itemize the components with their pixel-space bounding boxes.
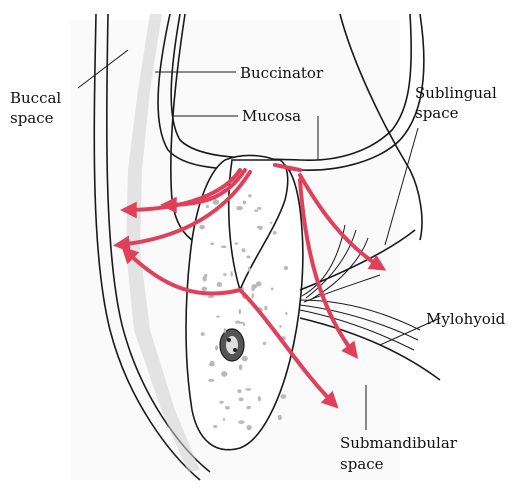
label-mylohyoid: Mylohyoid xyxy=(426,310,506,328)
bone-speck xyxy=(237,389,241,393)
bone-speck xyxy=(263,342,266,345)
bone-speck xyxy=(238,420,244,424)
bone-speck xyxy=(210,243,214,245)
label-buccinator: Buccinator xyxy=(240,64,324,82)
bone-speck xyxy=(252,293,254,299)
bone-speck xyxy=(215,345,218,350)
bone-speck xyxy=(285,312,287,316)
bone-speck xyxy=(248,194,252,197)
bone-speck xyxy=(238,322,245,324)
bone-speck xyxy=(208,379,214,382)
bone-speck xyxy=(239,309,241,315)
bone-speck xyxy=(284,266,288,270)
bone-speck xyxy=(245,388,251,391)
bone-speck xyxy=(219,401,223,404)
bone-speck xyxy=(216,316,220,318)
bone-speck xyxy=(271,288,273,291)
label-mucosa: Mucosa xyxy=(242,107,301,125)
bone-speck xyxy=(270,222,273,224)
bone-speck xyxy=(223,418,225,421)
bone-speck xyxy=(264,306,267,311)
bone-speck xyxy=(224,328,227,333)
bone-speck xyxy=(221,246,227,249)
bone-speck xyxy=(210,361,215,367)
bone-speck xyxy=(257,207,261,210)
bone-speck xyxy=(239,364,243,370)
bone-speck xyxy=(201,332,205,336)
bone-speck xyxy=(246,256,250,259)
bone-speck xyxy=(247,425,252,430)
bone-speck xyxy=(273,231,277,235)
bone-speck xyxy=(203,276,207,282)
bone-speck xyxy=(213,199,220,205)
bone-speck xyxy=(234,243,238,245)
bone-speck xyxy=(217,282,222,287)
bone-speck xyxy=(239,398,244,402)
bone-speck xyxy=(254,210,258,212)
bone-speck xyxy=(225,406,230,410)
bone-speck xyxy=(256,281,262,286)
bone-speck xyxy=(279,325,281,328)
bone-speck xyxy=(206,205,209,208)
bone-speck xyxy=(278,415,282,421)
bone-speck xyxy=(242,248,246,252)
bone-speck xyxy=(208,295,215,298)
bone-speck xyxy=(223,273,227,276)
bone-speck xyxy=(258,396,261,401)
bone-speck xyxy=(231,271,233,277)
bone-speck xyxy=(242,356,248,362)
bone-speck xyxy=(243,201,246,205)
bone-speck xyxy=(248,267,251,272)
bone-speck xyxy=(236,206,243,210)
bone-speck xyxy=(257,226,262,229)
bone-speck xyxy=(246,406,251,410)
bone-speck xyxy=(202,287,207,292)
bone-speck xyxy=(213,425,217,428)
bone-speck xyxy=(199,225,205,230)
bone-speck xyxy=(221,371,227,377)
bone-speck xyxy=(281,394,287,399)
